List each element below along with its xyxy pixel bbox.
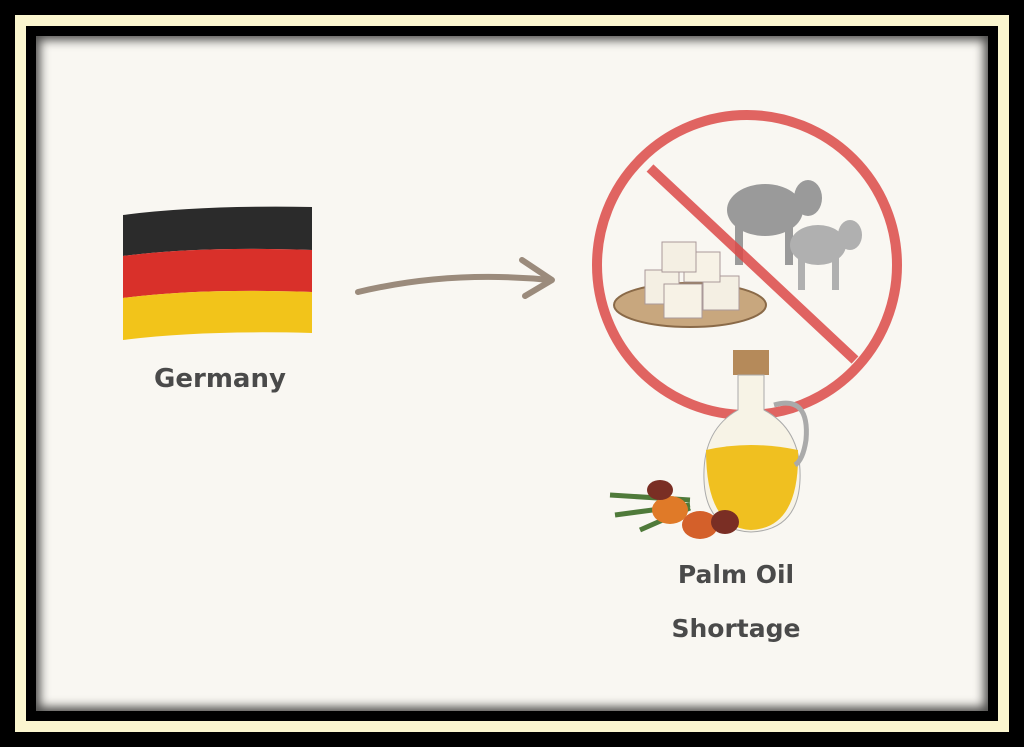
germany-flag-icon <box>123 206 312 340</box>
cow-icon <box>727 180 862 290</box>
palm-fruit-icon <box>609 480 739 539</box>
result-title: Palm Oil <box>677 560 795 589</box>
tofu-icon <box>613 241 767 328</box>
arrow-right-icon <box>355 257 555 299</box>
result-subtitle: Shortage <box>671 614 801 643</box>
country-label: Germany <box>154 364 286 394</box>
oil-bottle-icon <box>703 350 809 533</box>
illustration-canvas <box>36 36 988 711</box>
